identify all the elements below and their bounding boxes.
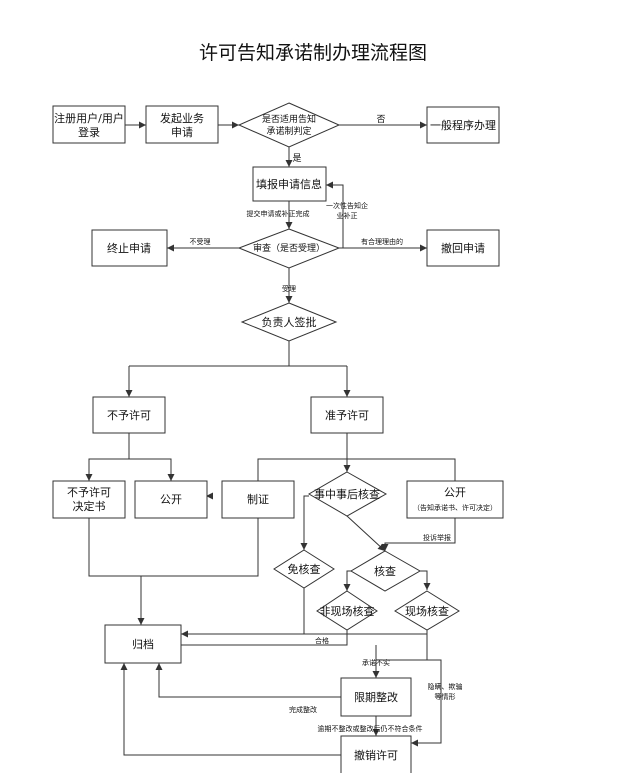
node-rectify [340,677,412,717]
node-approve-text: 准予许可 [325,409,369,422]
node-register-line1: 注册用户/用户 [54,111,124,125]
label-not-true: 承诺不实 [362,658,390,667]
node-exempt-text: 免核查 [288,562,321,576]
node-archive [104,624,182,664]
node-check [350,550,422,592]
node-offsite-text: 非现场核查 [320,604,375,618]
node-withdraw [426,229,500,267]
label-overdue: 逾期不整改或整改后仍不符合条件 [318,724,423,733]
node-terminate-text: 终止申请 [107,241,151,255]
node-general [426,106,500,144]
node-register-line2: 登录 [78,125,100,139]
label-no: 否 [376,114,385,125]
label-yes: 是 [292,153,301,164]
page-title: 许可告知承诺制办理流程图 [198,42,427,64]
node-exempt [273,549,335,589]
edge-offsite-archive [181,630,348,646]
node-deny [92,396,166,434]
node-approve [310,396,384,434]
node-publish-right-line1: 公开 [444,486,466,499]
node-fill [252,166,327,202]
node-sign-text: 负责人签批 [262,315,317,329]
edge-deny-publish [129,458,175,481]
edge-publish-check [381,518,456,551]
node-initiate-line1: 发起业务 [160,111,204,125]
label-conceal-line2: 等情形 [435,692,456,701]
node-judge [237,102,341,148]
label-submit: 提交申请或补正完成 [247,209,310,218]
node-offsite [316,590,378,631]
node-deny-text: 不予许可 [107,409,151,422]
node-onsite [394,590,460,631]
label-complaint: 投诉举报 [423,533,451,542]
node-publish-right-line2: （告知承诺书、许可决定） [413,503,497,512]
edge-check-split [346,570,351,590]
edge-sign-split [129,341,290,367]
edge-revoke-archive [120,663,341,756]
node-revoke [340,735,412,773]
node-midcheck [308,471,388,517]
node-check-text: 核查 [374,564,396,578]
node-general-text: 一般程序办理 [430,118,496,132]
edge-midcheck-exempt [300,495,309,550]
node-revoke-text: 撤销许可 [354,748,398,762]
edge-certify-archive [141,518,259,577]
node-terminate [91,229,168,267]
node-rectify-text: 限期整改 [354,690,398,704]
label-not-accepted: 不受理 [190,237,211,246]
edge-onsite-line [376,634,428,661]
node-publish-right [406,480,504,519]
node-review-text: 审查（是否受理） [253,242,325,254]
edge-conceal-revoke [411,659,442,747]
node-archive-text: 归档 [132,637,154,651]
node-publish-left-text: 公开 [160,493,182,506]
node-review [237,228,341,269]
edge-approve-publish [347,458,456,481]
edge-rectify-archive [155,663,341,698]
label-notify-line1: 一次性告知企 [326,201,368,210]
node-midcheck-text: 事中事后核查 [314,487,380,501]
node-fill-text: 填报申请信息 [256,177,322,191]
edge-deny-split [88,433,130,480]
node-onsite-text: 现场核查 [405,604,449,618]
label-accepted: 受理 [282,284,296,293]
node-judge-line2: 承诺制判定 [266,125,311,137]
label-reasonable: 有合理理由的 [361,237,403,246]
node-deny-doc-line2: 决定书 [73,499,106,513]
node-deny-doc-line1: 不予许可 [67,486,111,499]
node-initiate-line2: 申请 [171,126,193,139]
label-notify-line2: 业补正 [337,211,358,220]
edge-approve-split [257,433,348,481]
node-certify [221,480,295,519]
node-sign [240,302,338,342]
edge-deny-doc-archive [88,518,141,577]
edge-check-onsite [420,570,431,590]
node-publish-left [134,480,208,519]
edge-midcheck-check [346,515,386,552]
edge-exempt-archive [181,588,305,638]
node-withdraw-text: 撤回申请 [441,241,485,255]
label-pass: 合格 [315,636,329,645]
node-initiate [145,105,219,144]
node-certify-text: 制证 [247,493,269,506]
node-judge-line1: 是否适用告知 [262,113,316,125]
edge-onsite-archive [304,630,428,635]
node-register [52,105,126,144]
label-conceal-line1: 隐瞒、欺骗 [428,682,463,691]
node-deny-doc [52,480,126,519]
label-done: 完成整改 [289,705,317,714]
